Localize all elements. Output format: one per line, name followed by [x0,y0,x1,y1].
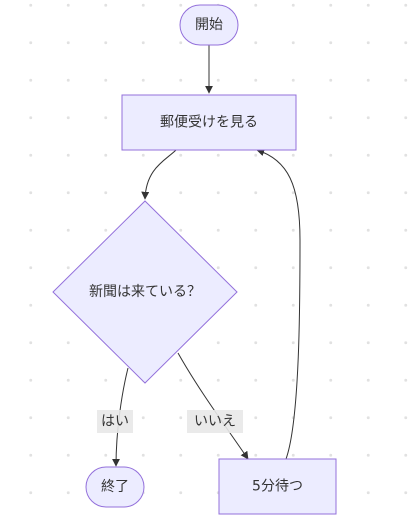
edge-wait-to-check [256,148,301,460]
node-decision-label: 新聞は来ている？ [89,284,201,300]
node-wait: 5分待つ [218,458,337,515]
node-end-label: 終了 [101,479,129,495]
node-check-mailbox: 郵便受けを見る [121,94,297,151]
node-start-label: 開始 [195,17,223,33]
node-wait-label: 5分待つ [252,479,303,495]
node-start: 開始 [179,4,239,46]
edge-no-to-wait [177,352,249,460]
node-check-mailbox-label: 郵便受けを見る [160,115,258,131]
edge-label-no-text: いいえ [194,414,236,430]
edge-label-no: いいえ [187,410,243,433]
node-end: 終了 [85,466,145,508]
edge-check-to-decision [141,149,177,200]
node-decision: 新聞は来ている？ [52,200,238,384]
edge-label-yes-text: はい [101,414,129,430]
edge-label-yes: はい [97,410,133,433]
